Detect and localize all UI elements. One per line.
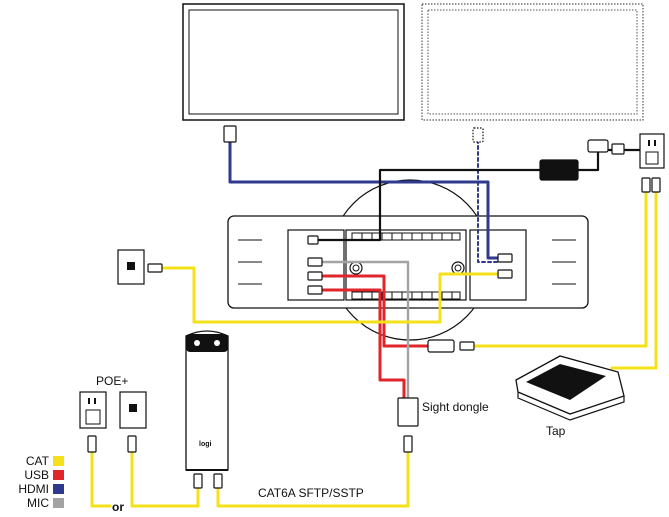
cat-cable [130,450,200,508]
legend-item-usb: USB [4,468,64,482]
cat-connector [87,435,97,453]
port [307,285,323,295]
port [497,269,513,279]
power-brick-small [587,139,609,153]
primary-display [182,3,405,121]
hdmi-cable [228,138,500,260]
legend-swatch-usb [53,470,64,480]
cat-cable [160,266,500,324]
power-cable-wall [576,148,642,172]
cat-connector [193,473,203,489]
legend-label: CAT [25,454,49,468]
legend: CAT USB HDMI MIC [4,454,64,510]
cat-cable [472,188,648,348]
hdmi-connector [223,125,237,143]
cat-connector [147,263,163,273]
wall-jack [117,249,145,285]
cat-connector [403,435,413,453]
or-label: or [112,500,124,514]
cat-cable [90,450,112,508]
port [307,271,323,281]
sight-camera [185,330,229,471]
hdmi-connector-optional [472,127,484,143]
usb-adapter [427,339,455,353]
legend-swatch-hdmi [53,484,64,494]
cat-connector [651,177,661,193]
poe-switch-jack [119,391,147,429]
usb-cable [320,288,406,400]
usb-cable [320,274,430,348]
power-cable [310,168,542,242]
tap-controller [515,355,625,421]
cat-connector [641,177,651,193]
legend-item-cat: CAT [4,454,64,468]
cable-type-label: CAT6A SFTP/SSTP [258,486,364,500]
cat-cable [610,188,658,370]
legend-label: MIC [27,496,49,510]
cat-connector [127,435,137,453]
legend-swatch-cat [53,456,64,466]
power-adapter [539,159,579,181]
port [307,235,319,245]
port [307,257,323,267]
legend-item-mic: MIC [4,496,64,510]
poe-label: POE+ [96,374,129,388]
poe-injector-outlet [79,391,107,429]
tap-label: Tap [546,424,566,438]
legend-label: HDMI [18,482,49,496]
hdmi-cable-optional [477,139,499,263]
cat-connector [213,473,223,489]
sight-dongle [397,397,419,427]
mic-cable [320,260,410,400]
sight-dongle-label: Sight dongle [422,400,489,414]
power-outlet [639,133,665,169]
cat-connector [459,341,475,351]
port [497,253,513,263]
legend-label: USB [24,468,49,482]
legend-swatch-mic [53,498,64,508]
legend-item-hdmi: HDMI [4,482,64,496]
cat-cable [216,450,410,508]
secondary-display [421,3,644,121]
power-plug [611,143,625,155]
sight-logo: logi [199,441,212,448]
